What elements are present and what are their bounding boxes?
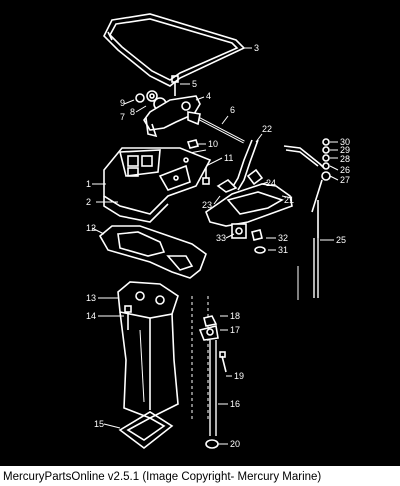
callout-16: 16 xyxy=(230,399,240,409)
callout-10: 10 xyxy=(208,139,218,149)
callout-1: 1 xyxy=(86,179,91,189)
callout-32: 32 xyxy=(278,233,288,243)
callout-2: 2 xyxy=(86,197,91,207)
callout-25: 25 xyxy=(336,235,346,245)
callout-19: 19 xyxy=(234,371,244,381)
callout-17: 17 xyxy=(230,325,240,335)
part-16-water-tube xyxy=(191,296,232,449)
callout-18: 18 xyxy=(230,311,240,321)
callout-11: 11 xyxy=(224,153,233,163)
callout-21: 21 xyxy=(284,195,294,205)
part-4-housing xyxy=(123,90,205,138)
diagram-svg: 1234567891011121314151617181920212223242… xyxy=(86,13,350,450)
callout-27: 27 xyxy=(340,175,350,185)
part-25-shift-rod xyxy=(283,138,339,300)
callout-8: 8 xyxy=(130,107,135,117)
callout-24: 24 xyxy=(266,178,276,188)
callout-31: 31 xyxy=(278,245,288,255)
callout-14: 14 xyxy=(86,311,96,321)
callout-30: 30 xyxy=(340,137,350,147)
part-15-gasket xyxy=(103,411,174,450)
callout-29: 29 xyxy=(340,145,350,155)
callout-20: 20 xyxy=(230,439,240,449)
part-3-gasket xyxy=(103,13,252,87)
callout-9: 9 xyxy=(120,98,125,108)
callout-28: 28 xyxy=(340,154,350,164)
callout-3: 3 xyxy=(254,43,259,53)
callout-4: 4 xyxy=(206,91,211,101)
callout-6: 6 xyxy=(230,105,235,115)
callout-5: 5 xyxy=(192,79,197,89)
part-6-screw xyxy=(187,111,245,144)
callout-23: 23 xyxy=(202,200,212,210)
callout-26: 26 xyxy=(340,165,350,175)
image-caption: MercuryPartsOnline v2.5.1 (Image Copyrig… xyxy=(0,468,400,486)
part-21-carrier xyxy=(205,133,293,254)
part-13-housing-top xyxy=(98,281,179,330)
callout-22: 22 xyxy=(262,124,272,134)
callout-15: 15 xyxy=(94,419,104,429)
callout-33: 33 xyxy=(216,233,226,243)
part-1-adaptor-plate xyxy=(92,147,212,223)
part-12-gasket xyxy=(91,225,207,279)
part-5-bolt xyxy=(171,75,190,96)
callout-12: 12 xyxy=(86,223,96,233)
callout-13: 13 xyxy=(86,293,96,303)
callout-7: 7 xyxy=(120,112,125,122)
